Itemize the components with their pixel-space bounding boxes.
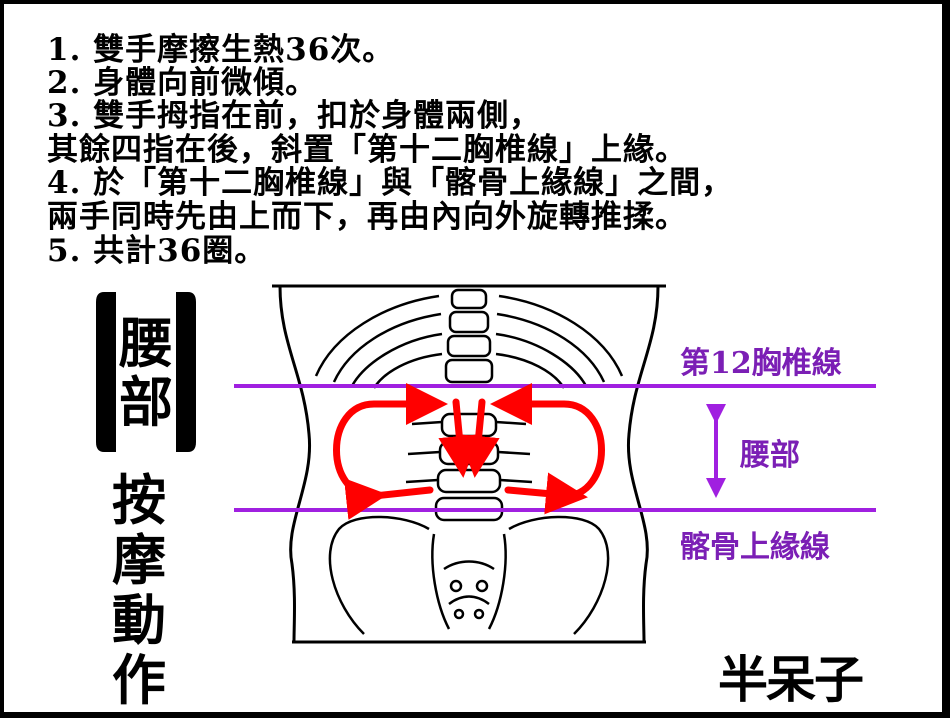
- instruction-line-1: 1. 雙手摩擦生熱36次。: [47, 32, 395, 68]
- action-char-1: 按: [112, 468, 166, 532]
- pelvis: [328, 515, 610, 635]
- brand-logo: 半呆子: [718, 651, 864, 709]
- thoracic-12-label: 第12胸椎線: [680, 346, 842, 381]
- side-title-graphics: [96, 292, 196, 452]
- left-bottom-arrow: [343, 478, 434, 520]
- iliac-crest-label: 髂骨上緣線: [680, 530, 830, 565]
- waist-label: 腰部: [740, 438, 800, 473]
- left-bracket: [96, 292, 116, 452]
- instruction-line-4-cont: 兩手同時先由上而下，再由內向外旋轉推揉。: [47, 199, 687, 235]
- instruction-line-4: 4. 於「第十二胸椎線」與「髂骨上緣線」之間，: [47, 165, 734, 201]
- action-char-3: 動: [112, 588, 166, 652]
- action-char-2: 摩: [112, 528, 166, 592]
- right-bracket: [176, 292, 196, 452]
- content-panel: 1. 雙手摩擦生熱36次。 2. 身體向前微傾。 3. 雙手拇指在前，扣於身體兩…: [4, 4, 942, 712]
- action-char-4: 作: [112, 648, 166, 712]
- instruction-line-3: 3. 雙手拇指在前，扣於身體兩側，: [47, 98, 542, 134]
- badge-char-1: 腰: [119, 311, 173, 375]
- right-bottom-arrow: [504, 472, 588, 515]
- ribcage: [314, 294, 624, 389]
- massage-arrows: [333, 383, 605, 520]
- instruction-line-5: 5. 共計36圈。: [47, 233, 267, 269]
- instruction-line-2: 2. 身體向前微傾。: [47, 65, 318, 101]
- instruction-line-3-cont: 其餘四指在後，斜置「第十二胸椎線」上緣。: [47, 132, 687, 168]
- lower-back-illustration: [234, 284, 876, 644]
- torso-outline: [272, 284, 666, 644]
- badge-char-2: 部: [119, 370, 173, 434]
- right-down-arrow: [457, 398, 500, 478]
